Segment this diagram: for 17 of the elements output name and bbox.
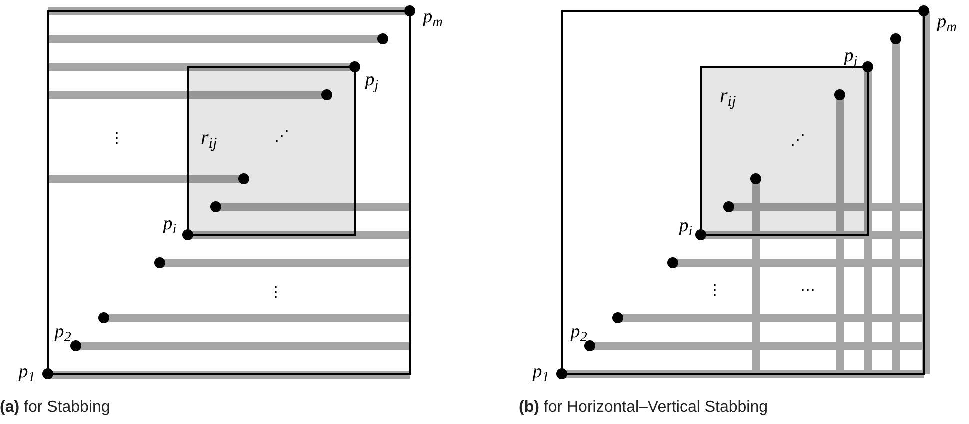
query-rectangle: [187, 66, 356, 236]
ellipsis: ⋰: [274, 128, 290, 144]
point-label: p$_{2}$: [570, 322, 588, 342]
ellipsis: ⋮: [110, 130, 124, 146]
point-label: p$_{1}$: [18, 362, 36, 382]
point-label: p$_{i}$: [679, 216, 693, 236]
ellipsis: ⋮: [708, 282, 722, 298]
point-label: p$_{2}$: [54, 322, 72, 342]
ellipsis: ⋰: [790, 132, 806, 148]
point-label: p$_{m}$: [423, 8, 443, 26]
point-label: p$_{1}$: [532, 362, 550, 382]
figure-caption: (b) for Horizontal–Vertical Stabbing: [519, 398, 768, 418]
point-label: p$_{m}$: [937, 12, 957, 32]
ellipsis: ⋯: [800, 282, 816, 298]
ellipsis: ⋮: [268, 284, 284, 300]
figure-caption: (a) for Stabbing: [0, 398, 110, 418]
point-label: p$_{i}$: [163, 214, 177, 234]
